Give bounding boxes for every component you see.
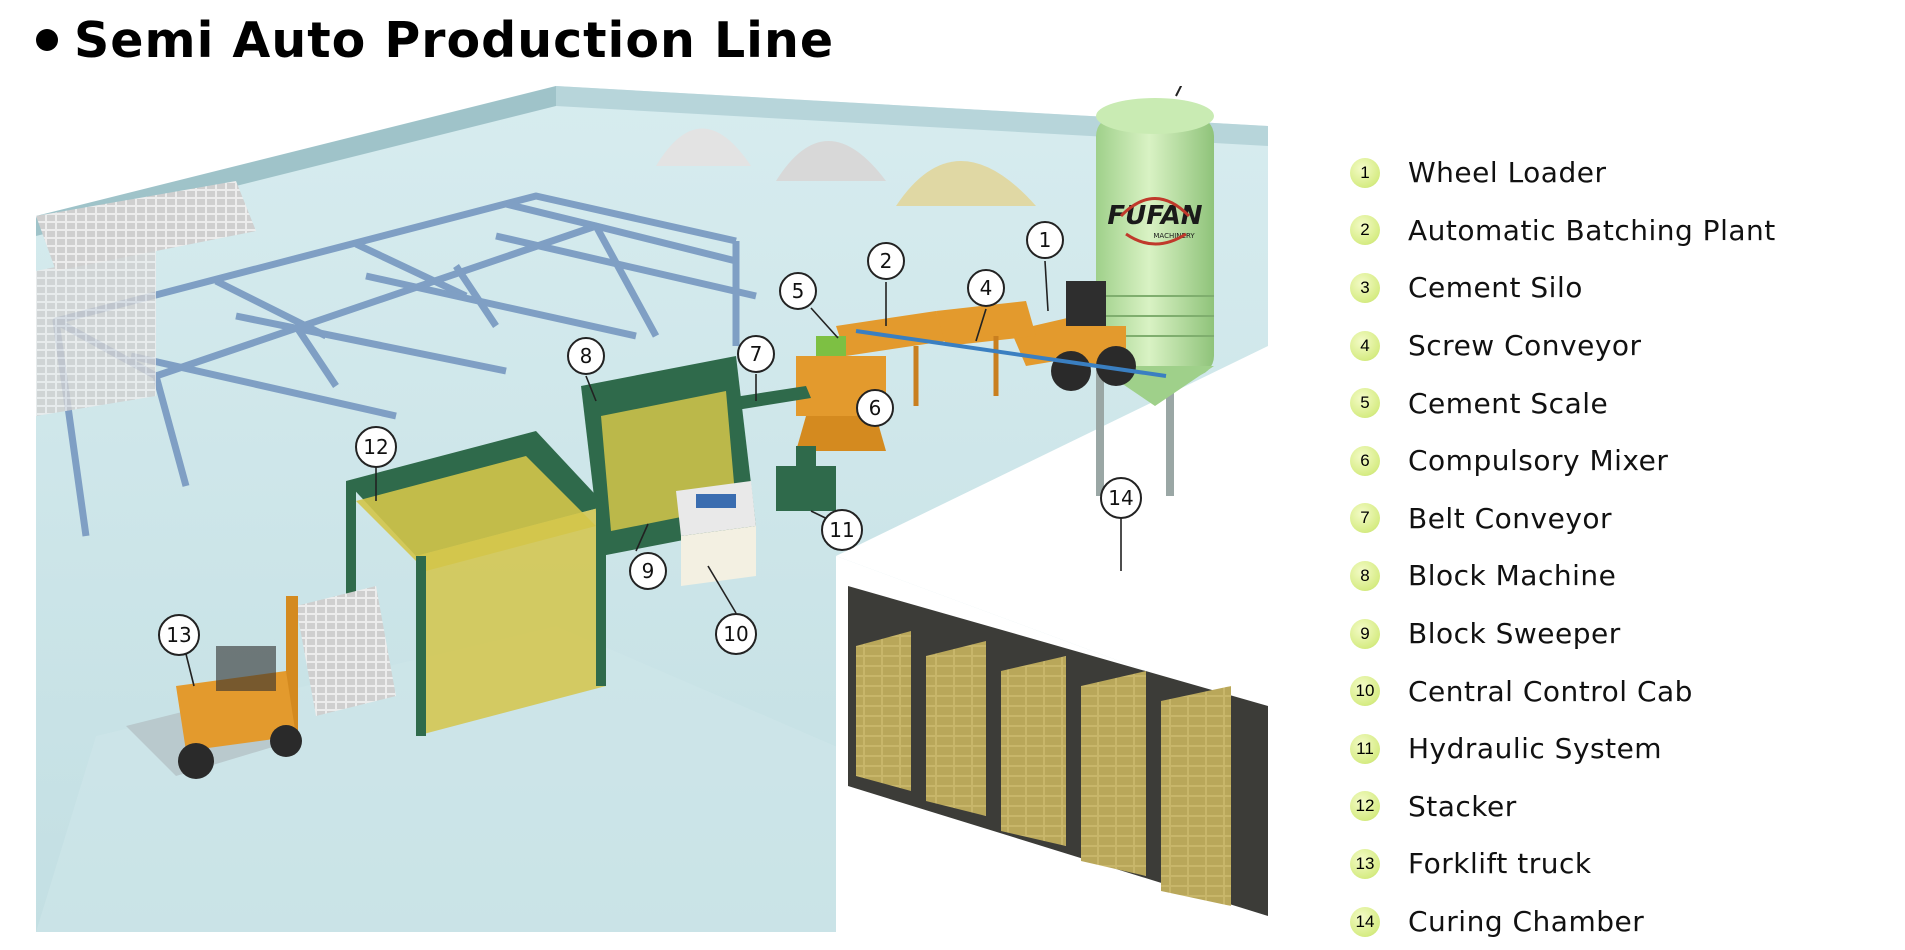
legend-item: 7 Belt Conveyor	[1350, 490, 1890, 548]
svg-text:2: 2	[880, 249, 893, 273]
legend-item: 14 Curing Chamber	[1350, 893, 1890, 950]
legend-label: Stacker	[1408, 789, 1517, 823]
legend-number-badge: 8	[1350, 560, 1380, 591]
svg-text:11: 11	[829, 518, 854, 542]
callout-2: 2	[867, 242, 905, 280]
svg-text:4: 4	[980, 276, 993, 300]
equipment-legend: 1 Wheel Loader 2 Automatic Batching Plan…	[1350, 144, 1890, 950]
legend-item: 5 Cement Scale	[1350, 374, 1890, 432]
legend-label: Central Control Cab	[1408, 674, 1693, 708]
callout-11: 11	[821, 509, 863, 551]
legend-item: 1 Wheel Loader	[1350, 144, 1890, 202]
central-control-cab	[676, 481, 756, 586]
aggregate-piles	[656, 128, 1036, 206]
svg-text:13: 13	[166, 623, 191, 647]
legend-number-badge: 1	[1350, 157, 1380, 188]
legend-item: 2 Automatic Batching Plant	[1350, 202, 1890, 260]
svg-text:14: 14	[1108, 486, 1133, 510]
legend-label: Block Sweeper	[1408, 617, 1621, 651]
callout-4: 4	[967, 269, 1005, 307]
svg-text:9: 9	[642, 559, 655, 583]
legend-item: 4 Screw Conveyor	[1350, 317, 1890, 375]
callout-5: 5	[779, 272, 817, 310]
legend-label: Compulsory Mixer	[1408, 444, 1669, 478]
legend-number-badge: 9	[1350, 618, 1380, 649]
svg-text:1: 1	[1039, 228, 1052, 252]
curing-chamber	[836, 346, 1268, 932]
callout-12: 12	[355, 426, 397, 468]
forklift-truck	[126, 586, 396, 779]
svg-text:6: 6	[869, 396, 882, 420]
legend-label: Screw Conveyor	[1408, 329, 1642, 363]
legend-item: 12 Stacker	[1350, 778, 1890, 836]
legend-item: 13 Forklift truck	[1350, 835, 1890, 893]
wheel-loader	[1011, 281, 1136, 391]
legend-number-badge: 5	[1350, 388, 1380, 419]
legend-label: Automatic Batching Plant	[1408, 213, 1776, 247]
legend-label: Wheel Loader	[1408, 156, 1607, 190]
callout-1: 1	[1026, 221, 1064, 259]
legend-item: 11 Hydraulic System	[1350, 720, 1890, 778]
page-title-row: Semi Auto Production Line	[36, 10, 834, 70]
legend-number-badge: 11	[1350, 733, 1380, 764]
legend-label: Curing Chamber	[1408, 905, 1645, 939]
callout-10: 10	[715, 613, 757, 655]
title-bullet	[36, 29, 58, 51]
svg-text:5: 5	[792, 279, 805, 303]
legend-number-badge: 10	[1350, 676, 1380, 707]
production-line-illustration: FUFAN MACHINERY	[36, 86, 1268, 932]
legend-item: 6 Compulsory Mixer	[1350, 432, 1890, 490]
callout-14: 14	[1100, 477, 1142, 519]
logo-subtext: MACHINERY	[1153, 232, 1195, 240]
cement-silo: FUFAN MACHINERY	[1096, 86, 1214, 496]
legend-item: 10 Central Control Cab	[1350, 662, 1890, 720]
legend-item: 3 Cement Silo	[1350, 259, 1890, 317]
legend-number-badge: 14	[1350, 906, 1380, 937]
legend-label: Cement Silo	[1408, 271, 1583, 305]
svg-text:7: 7	[750, 342, 763, 366]
legend-number-badge: 3	[1350, 272, 1380, 303]
legend-number-badge: 4	[1350, 330, 1380, 361]
legend-label: Forklift truck	[1408, 847, 1592, 881]
legend-number-badge: 6	[1350, 445, 1380, 476]
legend-item: 8 Block Machine	[1350, 547, 1890, 605]
batching-plant	[836, 301, 1167, 416]
svg-text:8: 8	[580, 344, 593, 368]
legend-number-badge: 2	[1350, 215, 1380, 246]
legend-label: Cement Scale	[1408, 386, 1609, 420]
callout-6: 6	[856, 389, 894, 427]
svg-text:12: 12	[363, 435, 388, 459]
callout-13: 13	[158, 614, 200, 656]
legend-number-badge: 12	[1350, 791, 1380, 822]
page-title: Semi Auto Production Line	[74, 11, 835, 69]
legend-item: 9 Block Sweeper	[1350, 605, 1890, 663]
legend-label: Hydraulic System	[1408, 732, 1663, 766]
callout-8: 8	[567, 337, 605, 375]
callout-9: 9	[629, 552, 667, 590]
legend-number-badge: 7	[1350, 503, 1380, 534]
legend-label: Belt Conveyor	[1408, 501, 1613, 535]
svg-text:10: 10	[723, 622, 748, 646]
block-stacks-left	[36, 181, 256, 416]
legend-number-badge: 13	[1350, 848, 1380, 879]
callout-7: 7	[737, 335, 775, 373]
stacker	[346, 431, 606, 736]
legend-label: Block Machine	[1408, 559, 1617, 593]
